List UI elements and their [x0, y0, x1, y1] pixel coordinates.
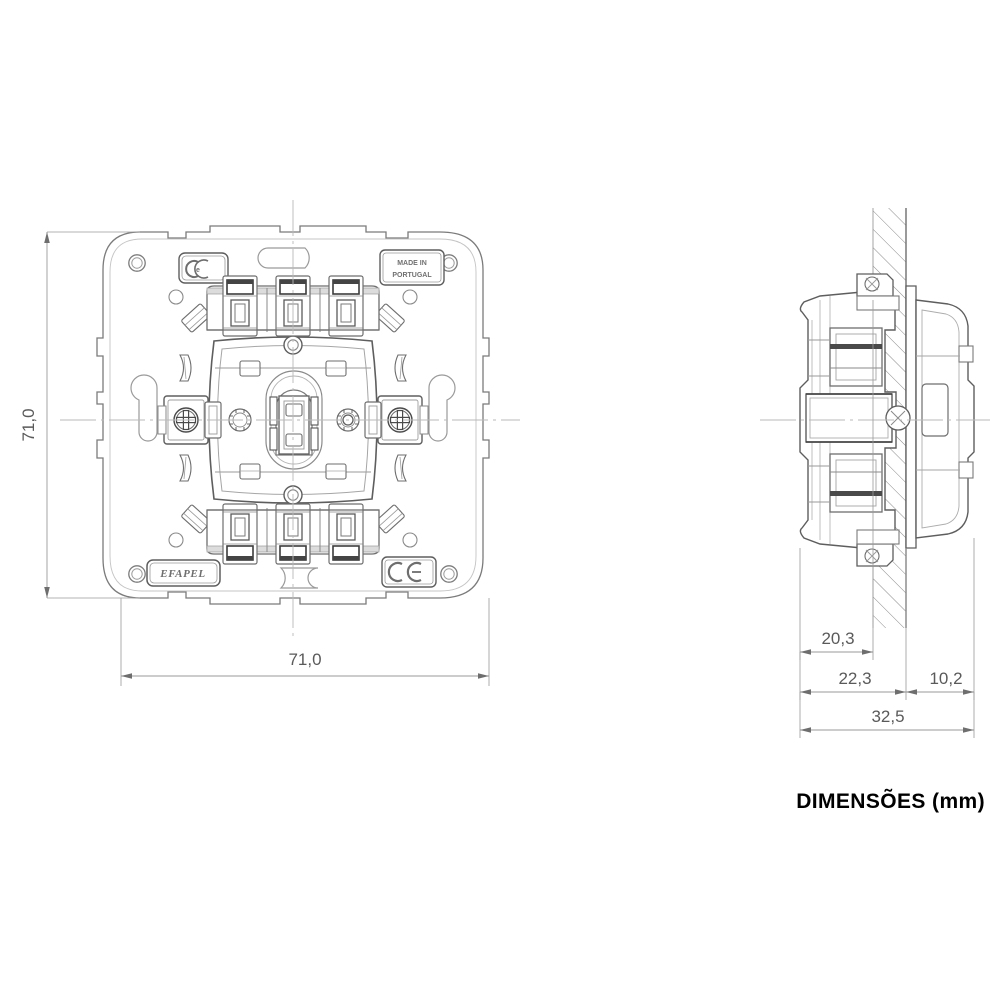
- keyhole-slot-top: [257, 247, 310, 269]
- side-mounting-claw-bottom: [856, 529, 900, 567]
- rocker-cam-assembly: [265, 370, 323, 470]
- keyhole-slot-left: [130, 374, 158, 442]
- side-front-cover-inner: [921, 309, 960, 529]
- dimensions-caption: DIMENSÕES (mm): [796, 789, 985, 813]
- switch-body-housing-inner: [217, 345, 369, 495]
- keyhole-slot-right: [428, 374, 456, 442]
- frame-alignment-pins: [168, 289, 418, 548]
- front-view-group: e MADE IN PORTUGAL EFAPEL: [60, 200, 520, 640]
- pivot-post-top: [283, 335, 303, 355]
- recycle-mark-label: e: [196, 267, 200, 274]
- side-dimension-20-3: 20,3: [799, 300, 874, 660]
- body-bosses: [239, 360, 347, 480]
- front-view-dimension-width: 71,0: [120, 598, 490, 686]
- dimension-32-5-label: 32,5: [871, 707, 904, 726]
- side-dimension-10-2: 10,2: [906, 538, 975, 700]
- made-in-label-line1: MADE IN: [397, 260, 427, 267]
- made-in-label-line2: PORTUGAL: [392, 272, 432, 279]
- efapel-brand-box: EFAPEL: [146, 559, 221, 587]
- frame-screw-holes: [128, 254, 458, 583]
- side-dimension-32-5: 32,5: [799, 692, 975, 738]
- side-front-rocker-detail: [916, 345, 974, 479]
- recycle-mark-box: e: [178, 252, 229, 284]
- front-view-dimension-height: 71,0: [19, 231, 140, 599]
- side-mounting-claw-top: [856, 273, 900, 311]
- dimension-22-3-label: 22,3: [838, 669, 871, 688]
- keyhole-slot-bottom: [279, 567, 319, 589]
- mounting-frame-inner-line: [109, 238, 477, 592]
- corner-ribs: [181, 303, 405, 534]
- dimension-height-label: 71,0: [19, 408, 38, 441]
- cover-plate-profile: [905, 285, 917, 549]
- side-view-group: [760, 208, 990, 628]
- made-in-portugal-box: MADE IN PORTUGAL: [379, 249, 445, 286]
- dimension-width-label: 71,0: [288, 650, 321, 669]
- efapel-brand-label: EFAPEL: [159, 568, 205, 580]
- side-center-mechanism: [805, 393, 911, 443]
- front-view-centerlines: [60, 200, 520, 640]
- side-dimension-22-3: 22,3: [799, 548, 907, 700]
- dimension-20-3-label: 20,3: [821, 629, 854, 648]
- ce-mark-box: [381, 556, 437, 588]
- dimension-10-2-label: 10,2: [929, 669, 962, 688]
